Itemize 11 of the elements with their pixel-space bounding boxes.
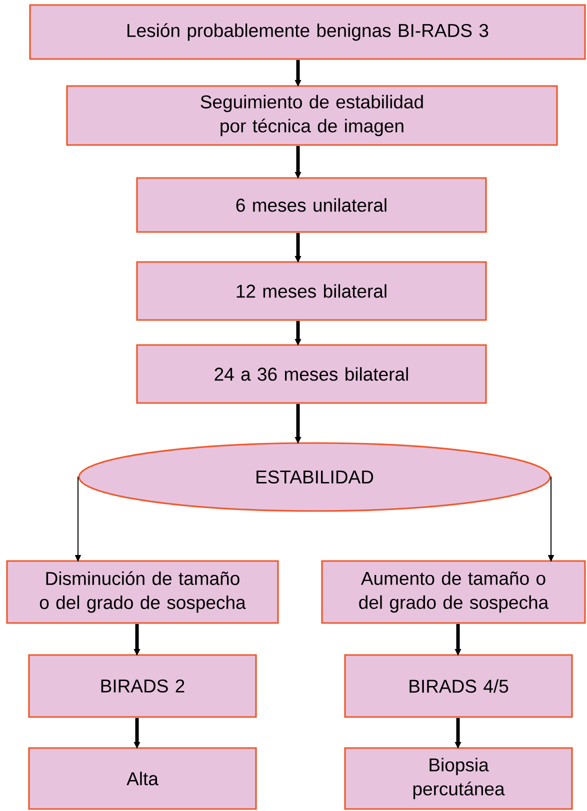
process-box: BIRADS 2 <box>28 654 257 718</box>
process-box: Seguimiento de estabilidad por técnica de imagen <box>66 85 558 146</box>
process-box: 24 a 36 meses bilateral <box>136 344 487 404</box>
process-box: 12 meses bilateral <box>136 261 487 321</box>
process-box: Alta <box>28 747 257 810</box>
process-box: Disminución de tamaño o del grado de sospecha <box>6 560 279 624</box>
process-box: Biopsia percutánea <box>344 747 573 810</box>
process-box: Aumento de tamaño o del grado de sospecha <box>321 560 586 624</box>
process-box: Lesión probablemente benignas BI-RADS 3 <box>29 4 586 60</box>
process-box: 6 meses unilateral <box>136 177 487 233</box>
process-box: BIRADS 4/5 <box>344 654 573 718</box>
